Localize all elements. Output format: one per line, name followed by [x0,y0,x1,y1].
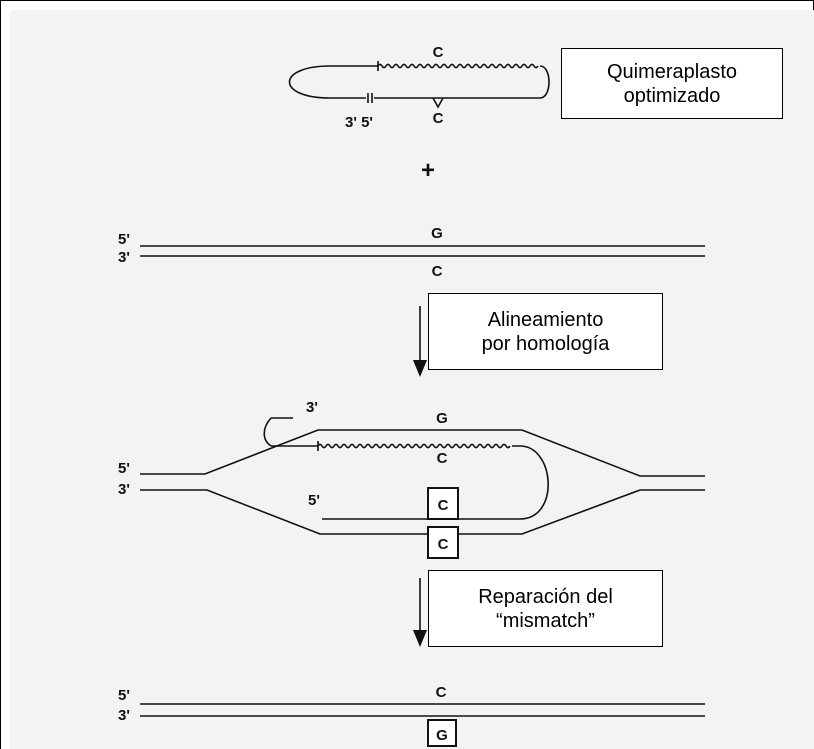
aligned-complex [140,418,705,534]
chimeraplast-label-line2: optimizado [607,84,737,108]
aligned-chimera-cap [264,418,271,446]
aligned-3prime-strand-label: 3' [118,481,130,498]
alignment-label-box: Alineamiento por homología [428,293,663,370]
alignment-label-line2: por homología [482,332,610,356]
target-bottom-base: C [432,263,443,280]
chimeraplast-molecule [290,61,550,107]
aligned-chimera-rna [318,444,510,447]
repair-label-box: Reparación del “mismatch” [428,570,663,647]
chimeraplast-bulge [433,98,443,107]
final-5prime-label: 5' [118,687,130,704]
chimeraplast-top-base: C [433,44,444,61]
aligned-5prime-label: 5' [118,460,130,477]
mismatch-top-base: C [438,497,449,514]
chimeraplast-label-line1: Quimeraplasto [607,60,737,84]
aligned-top-strand [140,430,705,476]
aligned-inner-5prime-label: 5' [308,492,320,509]
aligned-chimera-base: C [437,450,448,467]
final-duplex [140,704,705,716]
target-top-base: G [431,225,443,242]
target-duplex [140,246,705,256]
alignment-arrow [413,306,427,377]
final-3prime-label: 3' [118,707,130,724]
alignment-label-line1: Alineamiento [482,308,610,332]
chimeraplast-label-box: Quimeraplasto optimizado [561,48,783,119]
chimeraplast-left-cap [290,66,331,98]
aligned-top-base: G [436,410,448,427]
final-top-base: C [436,684,447,701]
plus-sign: + [421,157,435,184]
mismatch-bottom-base: C [438,536,449,553]
aligned-3prime-label: 3' [306,399,318,416]
aligned-bottom-strand [140,490,705,534]
chimeraplast-right-cap [540,66,549,98]
repair-arrow [413,578,427,647]
target-5prime-label: 5' [118,231,130,248]
repair-label-line2: “mismatch” [478,609,613,633]
final-bottom-base: G [436,727,448,744]
chimeraplast-end-label: 3' 5' [345,114,373,131]
chimeraplast-rna-segment [378,64,538,67]
target-3prime-label: 3' [118,249,130,266]
chimeraplast-bottom-base: C [433,110,444,127]
repair-label-line1: Reparación del [478,585,613,609]
